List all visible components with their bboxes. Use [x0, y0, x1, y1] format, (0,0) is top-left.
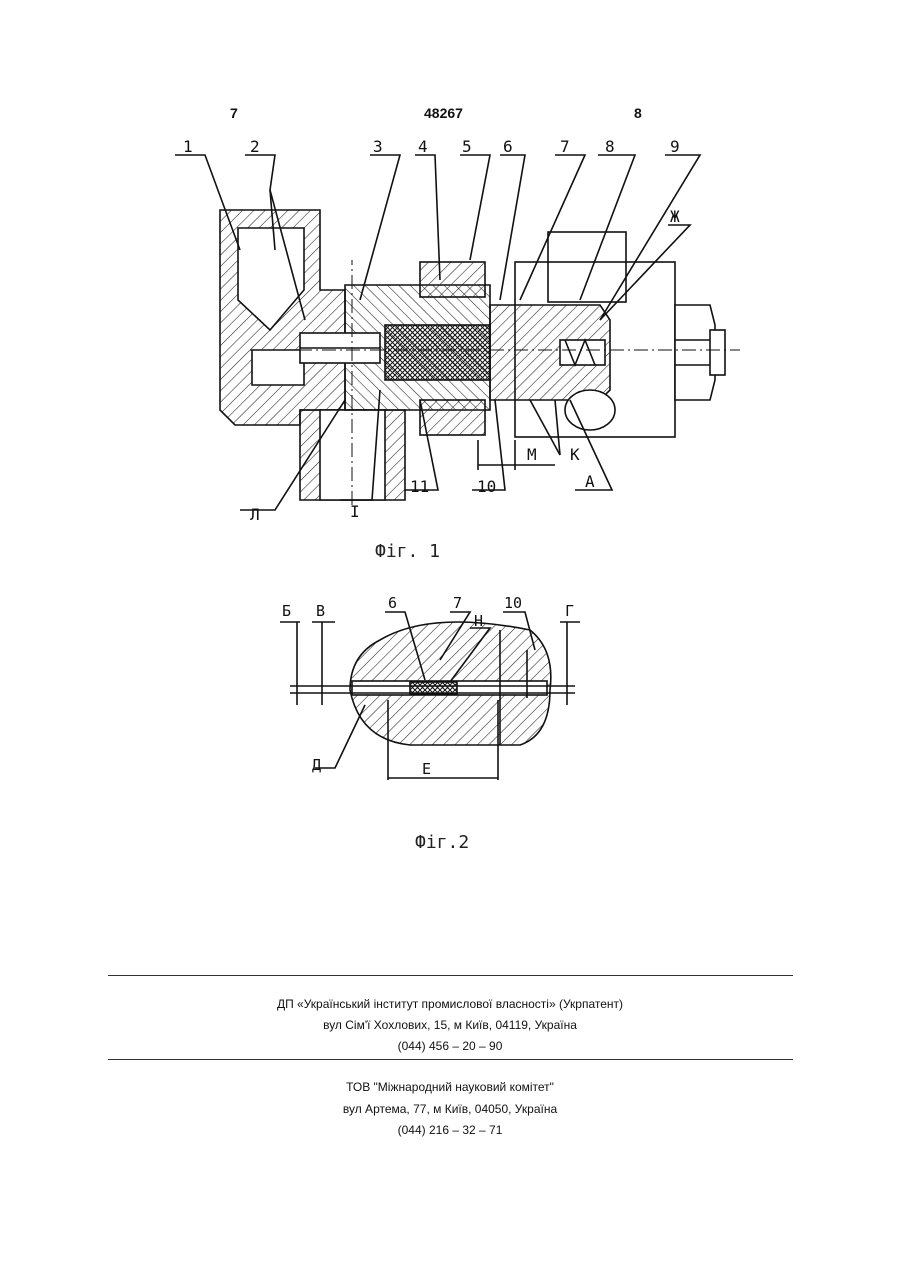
callout-8: 8 — [605, 137, 615, 156]
technical-drawings: 1 2 3 4 5 6 7 8 9 Ж М К А Л І 11 10 — [0, 0, 900, 900]
callout-7: 7 — [560, 137, 570, 156]
callout-4: 4 — [418, 137, 428, 156]
callout-zh: Ж — [670, 207, 680, 226]
fig2-label-d: Д — [312, 756, 321, 774]
footer-rule-middle — [108, 1059, 793, 1060]
callout-2: 2 — [250, 137, 260, 156]
fig2-label-b: Б — [282, 602, 291, 620]
callout-11: 11 — [410, 477, 429, 496]
printer-address: вул Артема, 77, м Київ, 04050, Україна — [0, 1102, 900, 1116]
fig2-label-e: Е — [422, 760, 431, 778]
figure-2-drawing — [280, 612, 580, 780]
fig2-label-10: 10 — [504, 594, 522, 612]
fig2-label-7: 7 — [453, 594, 462, 612]
footer-rule-top — [108, 975, 793, 976]
callout-10: 10 — [477, 477, 496, 496]
fig2-label-v: В — [316, 602, 325, 620]
callout-k: К — [570, 445, 580, 464]
publisher-phone: (044) 456 – 20 – 90 — [0, 1039, 900, 1053]
callout-5: 5 — [462, 137, 472, 156]
callout-i: І — [350, 502, 360, 521]
printer-phone: (044) 216 – 32 – 71 — [0, 1123, 900, 1137]
publisher-address: вул Сім'ї Хохлових, 15, м Київ, 04119, У… — [0, 1018, 900, 1032]
fig2-label-n: Н — [474, 612, 483, 630]
callout-1: 1 — [183, 137, 193, 156]
callout-a: А — [585, 472, 595, 491]
callout-3: 3 — [373, 137, 383, 156]
callout-9: 9 — [670, 137, 680, 156]
publisher-name: ДП «Український інститут промислової вла… — [0, 997, 900, 1011]
callout-m: М — [527, 445, 537, 464]
figure-1-drawing — [175, 155, 740, 510]
callout-l: Л — [250, 505, 260, 524]
fig2-label-g: Г — [565, 602, 574, 620]
hex-nut — [675, 305, 715, 400]
fig2-label-6: 6 — [388, 594, 397, 612]
coil-part-8 — [548, 232, 626, 302]
callout-6: 6 — [503, 137, 513, 156]
nut-ring — [420, 262, 485, 297]
figure-2-caption: Фіг.2 — [415, 832, 469, 853]
figure-1-caption: Фіг. 1 — [375, 541, 440, 562]
printer-name: ТОВ "Міжнародний науковий комітет" — [0, 1080, 900, 1094]
